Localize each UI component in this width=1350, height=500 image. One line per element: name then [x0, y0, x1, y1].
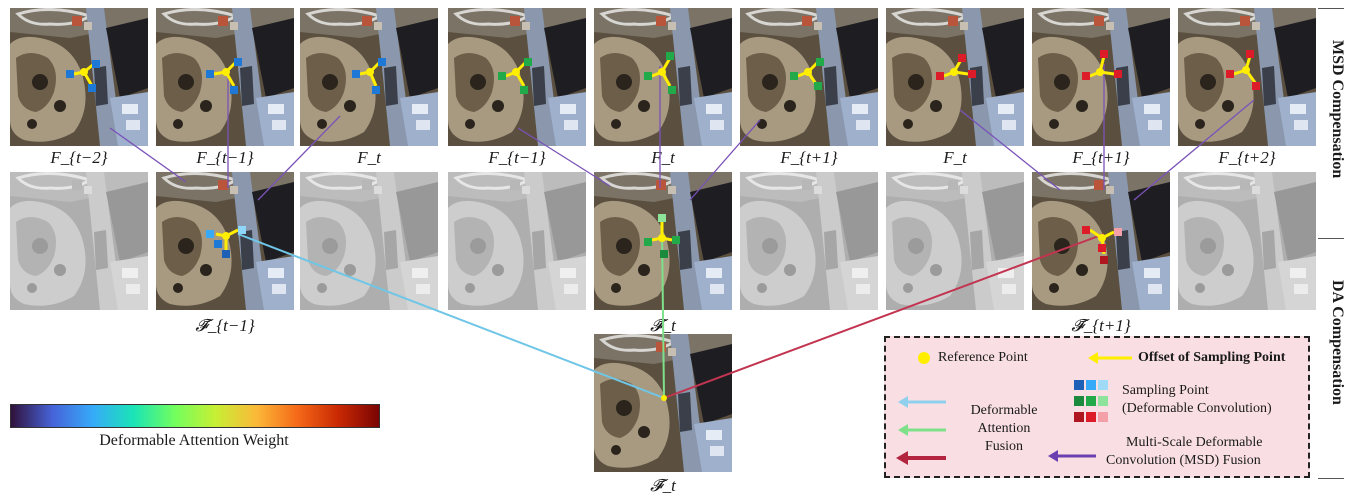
- satellite-image: [594, 172, 732, 310]
- frame-tile-mid-8: [1032, 172, 1170, 310]
- top-label-9: F_{t+2}: [1218, 148, 1276, 167]
- legend-msd-line2: Convolution (MSD) Fusion: [1106, 453, 1261, 468]
- legend-attention-line1: Deformable: [970, 403, 1038, 418]
- frame-tile-top-7: [886, 8, 1024, 146]
- legend: Reference Point Offset of Sampling Point…: [884, 336, 1310, 478]
- frame-tile-mid-4: [448, 172, 586, 310]
- attention-weight-colorbar: [10, 404, 380, 428]
- legend-reference-point: Reference Point: [938, 350, 1028, 365]
- frame-tile-top-4: [448, 8, 586, 146]
- satellite-image: [1178, 8, 1316, 146]
- satellite-image: [300, 172, 438, 310]
- frame-tile-mid-2: [156, 172, 294, 310]
- legend-attention-line2: Attention: [977, 421, 1031, 436]
- satellite-image: [1032, 172, 1170, 310]
- top-label-8: F_{t+1}: [1072, 148, 1130, 167]
- top-label-1: F_{t−2}: [50, 148, 108, 167]
- mid-label-right: 𝓕̄_{t+1}: [1071, 316, 1131, 335]
- section-edge-bottom: [1318, 478, 1344, 479]
- top-label-2: F_{t−1}: [196, 148, 254, 167]
- frame-tile-mid-1: [10, 172, 148, 310]
- legend-msd-line1: Multi-Scale Deformable: [1126, 435, 1263, 450]
- top-label-3: F_t: [357, 148, 381, 167]
- satellite-image: [156, 8, 294, 146]
- frame-tile-top-8: [1032, 8, 1170, 146]
- satellite-image: [10, 8, 148, 146]
- frame-tile-mid-6: [740, 172, 878, 310]
- mid-label-left: 𝓕̄_{t−1}: [195, 316, 255, 335]
- satellite-image: [740, 8, 878, 146]
- section-divider: [1318, 238, 1344, 239]
- frame-tile-bottom: [594, 334, 732, 472]
- frame-tile-top-5: [594, 8, 732, 146]
- top-label-6: F_{t+1}: [780, 148, 838, 167]
- legend-symbols: [896, 352, 1132, 465]
- section-edge-top: [1318, 8, 1344, 9]
- satellite-image: [448, 172, 586, 310]
- satellite-image: [1178, 172, 1316, 310]
- bottom-label: 𝓕̄_t: [650, 476, 676, 495]
- top-label-5: F_t: [651, 148, 675, 167]
- frame-tile-mid-3: [300, 172, 438, 310]
- satellite-image: [10, 172, 148, 310]
- top-label-4: F_{t−1}: [488, 148, 546, 167]
- satellite-image: [1032, 8, 1170, 146]
- frame-tile-top-1: [10, 8, 148, 146]
- satellite-image: [886, 172, 1024, 310]
- satellite-image: [448, 8, 586, 146]
- frame-tile-top-9: [1178, 8, 1316, 146]
- top-label-7: F_t: [943, 148, 967, 167]
- legend-attention-line3: Fusion: [984, 439, 1024, 454]
- msd-compensation-label: MSD Compensation: [1329, 40, 1346, 179]
- legend-sampling-line2: (Deformable Convolution): [1122, 401, 1272, 416]
- mid-label-center: 𝓕̄_t: [650, 316, 676, 335]
- satellite-image: [156, 172, 294, 310]
- satellite-image: [594, 334, 732, 472]
- legend-offset: Offset of Sampling Point: [1138, 350, 1286, 365]
- frame-tile-top-3: [300, 8, 438, 146]
- da-compensation-label: DA Compensation: [1329, 280, 1346, 405]
- frame-tile-mid-9: [1178, 172, 1316, 310]
- frame-tile-mid-5: [594, 172, 732, 310]
- frame-tile-mid-7: [886, 172, 1024, 310]
- sampling-point-icon: [1074, 380, 1108, 422]
- frame-tile-top-2: [156, 8, 294, 146]
- satellite-image: [886, 8, 1024, 146]
- reference-point-icon: [918, 352, 930, 364]
- legend-sampling-line1: Sampling Point: [1122, 383, 1209, 398]
- colorbar-label: Deformable Attention Weight: [99, 432, 289, 449]
- satellite-image: [594, 8, 732, 146]
- frame-tile-top-6: [740, 8, 878, 146]
- satellite-image: [300, 8, 438, 146]
- satellite-image: [740, 172, 878, 310]
